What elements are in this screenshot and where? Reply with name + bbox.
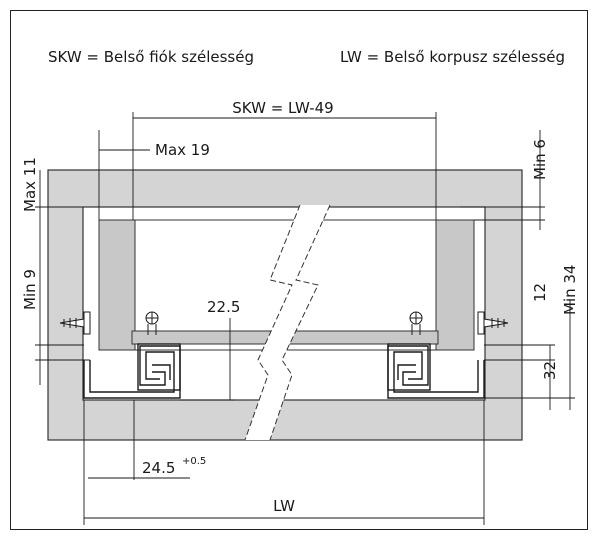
dim-24-5-label: 24.5: [142, 459, 175, 477]
max-19-label: Max 19: [155, 141, 210, 159]
lw-label: LW: [273, 497, 295, 515]
drawing-frame: [10, 10, 588, 530]
break-symbol: [244, 204, 331, 441]
screw-left: [145, 311, 159, 335]
dim-12-label: 12: [531, 283, 549, 302]
screw-right: [409, 311, 423, 335]
side-screw-right: [477, 311, 509, 335]
left-runner: [83, 343, 181, 399]
dimension-lines: [35, 112, 575, 525]
dim-32-label: 32: [541, 361, 559, 380]
skw-definition: SKW = Belső fiók szélesség: [48, 48, 254, 66]
min-34-label: Min 34: [561, 265, 579, 315]
skw-formula-label: SKW = LW-49: [232, 99, 333, 117]
min-6-label: Min 6: [531, 139, 549, 180]
side-screw-left: [59, 311, 91, 335]
tolerance-label: +0.5: [182, 456, 206, 467]
lw-definition: LW = Belső korpusz szélesség: [340, 48, 565, 66]
right-runner: [387, 343, 485, 399]
max-11-label: Max 11: [21, 157, 39, 212]
min-9-label: Min 9: [21, 269, 39, 310]
dim-22-5-label: 22.5: [207, 298, 240, 316]
